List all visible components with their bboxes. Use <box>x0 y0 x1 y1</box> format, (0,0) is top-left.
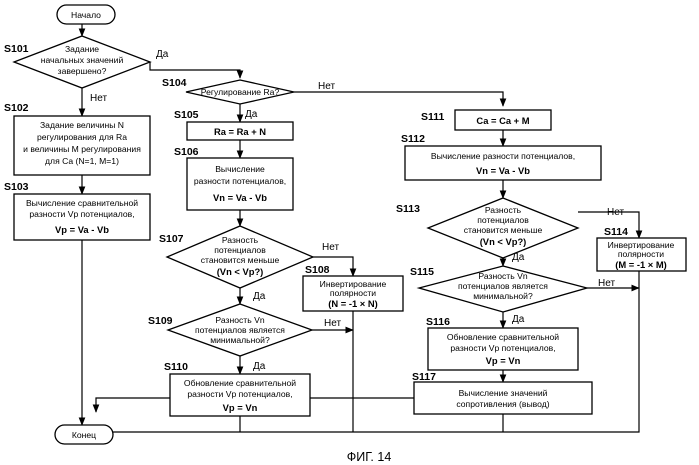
label-s107-yes: Да <box>253 291 266 302</box>
s110-line-2: разности Vp потенциалов, <box>187 389 292 399</box>
s102-line-4: для Ca (N=1, M=1) <box>45 156 119 166</box>
step-s114: S114 <box>604 226 628 238</box>
s114-line-2: полярности <box>618 249 664 259</box>
s113-formula: (Vn < Vp?) <box>480 236 527 247</box>
s103-line-1: Вычисление сравнительной <box>26 198 138 208</box>
label-s113-no: Нет <box>607 207 624 218</box>
s116-line-1: Обновление сравнительной <box>447 332 559 342</box>
s112-line-1: Вычисление разности потенциалов, <box>431 151 575 161</box>
s111-process: Ca = Ca + M <box>455 110 551 130</box>
s108-process: Инвертирование полярности (N = -1 × N) <box>303 276 403 311</box>
label-s107-no: Нет <box>322 242 339 253</box>
label-s101-no: Нет <box>90 93 107 104</box>
s116-formula: Vp = Vn <box>486 355 521 366</box>
s111-formula: Ca = Ca + M <box>476 115 529 126</box>
step-s101: S101 <box>4 43 29 55</box>
s114-process: Инвертирование полярности (M = -1 × M) <box>597 238 686 271</box>
s108-line-2: полярности <box>330 288 376 298</box>
s112-process: Вычисление разности потенциалов, Vn = Va… <box>405 146 601 180</box>
s101-line-1: Задание <box>65 44 99 54</box>
s107-line-2: потенциалов <box>214 245 266 255</box>
label-s101-yes: Да <box>156 49 169 60</box>
s116-line-2: разности Vp потенциалов, <box>450 343 555 353</box>
step-s115: S115 <box>410 266 434 278</box>
label-s115-no: Нет <box>598 278 615 289</box>
s116-process: Обновление сравнительной разности Vp пот… <box>428 328 578 370</box>
s113-line-3: становится меньше <box>464 225 543 235</box>
s103-line-2: разности Vp потенциалов, <box>29 209 134 219</box>
step-s106: S106 <box>174 146 199 158</box>
s110-line-1: Обновление сравнительной <box>184 378 296 388</box>
step-s103: S103 <box>4 181 29 193</box>
s110-formula: Vp = Vn <box>223 402 258 413</box>
step-s110: S110 <box>164 361 188 373</box>
s117-line-2: сопротивления (вывод) <box>456 399 549 409</box>
s113-decision: Разность потенциалов становится меньше (… <box>428 198 578 258</box>
s115-line-3: минимальной? <box>473 291 533 301</box>
label-s109-yes: Да <box>253 361 266 372</box>
label-s113-yes: Да <box>512 252 525 263</box>
s110-process: Обновление сравнительной разности Vp пот… <box>170 374 310 416</box>
step-s117: S117 <box>412 371 436 383</box>
end-label: Конец <box>72 430 96 440</box>
s109-decision: Разность Vn потенциалов является минимал… <box>168 304 312 356</box>
s106-process: Вычисление разности потенциалов, Vn = Va… <box>187 158 293 210</box>
s106-formula: Vn = Va - Vb <box>213 192 267 203</box>
step-s111: S111 <box>421 111 445 123</box>
s115-line-2: потенциалов является <box>458 281 548 291</box>
end-terminal: Конец <box>55 425 113 444</box>
s107-line-1: Разность <box>222 235 259 245</box>
s113-line-1: Разность <box>485 205 522 215</box>
edge-s104-no <box>294 92 503 106</box>
s103-formula: Vp = Va - Vb <box>55 224 109 235</box>
s115-line-1: Разность Vn <box>478 271 527 281</box>
start-terminal: Начало <box>57 5 115 24</box>
s112-formula: Vn = Va - Vb <box>476 165 530 176</box>
s108-formula: (N = -1 × N) <box>328 298 378 309</box>
s104-line-1: Регулирование Ra? <box>201 87 280 97</box>
s106-line-1: Вычисление <box>215 164 265 174</box>
step-s112: S112 <box>401 133 425 145</box>
s102-line-1: Задание величины N <box>40 120 124 130</box>
step-s107: S107 <box>159 233 184 245</box>
s113-line-2: потенциалов <box>477 215 529 225</box>
label-s104-no: Нет <box>318 81 335 92</box>
s107-formula: (Vn < Vp?) <box>217 266 264 277</box>
s109-line-2: потенциалов является <box>195 325 285 335</box>
s107-line-3: становится меньше <box>201 255 280 265</box>
s115-decision: Разность Vn потенциалов является минимал… <box>419 266 587 312</box>
step-s109: S109 <box>148 315 173 327</box>
s101-decision: Задание начальных значений завершено? <box>14 36 150 88</box>
edge-s101-yes <box>150 62 240 78</box>
s103-process: Вычисление сравнительной разности Vp пот… <box>14 194 150 240</box>
s104-decision: Регулирование Ra? <box>186 80 294 104</box>
s105-process: Ra = Ra + N <box>187 122 293 140</box>
step-s104: S104 <box>162 77 187 89</box>
step-s102: S102 <box>4 102 29 114</box>
label-s104-yes: Да <box>245 109 258 120</box>
s101-line-2: начальных значений <box>41 55 124 65</box>
figure-caption: ФИГ. 14 <box>347 450 392 464</box>
s109-line-1: Разность Vn <box>215 315 264 325</box>
label-s115-yes: Да <box>512 314 525 325</box>
s107-decision: Разность потенциалов становится меньше (… <box>167 226 313 288</box>
s102-process: Задание величины N регулирования для Ra … <box>14 116 150 175</box>
s101-line-3: завершено? <box>58 66 107 76</box>
s105-formula: Ra = Ra + N <box>214 126 266 137</box>
s114-formula: (M = -1 × M) <box>615 259 667 270</box>
start-label: Начало <box>71 10 101 20</box>
s109-line-3: минимальной? <box>210 335 270 345</box>
step-s116: S116 <box>426 316 450 328</box>
label-s109-no: Нет <box>324 318 341 329</box>
step-s108: S108 <box>305 264 330 276</box>
s106-line-2: разности потенциалов, <box>194 176 286 186</box>
s117-line-1: Вычисление значений <box>459 388 548 398</box>
s102-line-3: и величины M регулирования <box>23 144 141 154</box>
s117-process: Вычисление значений сопротивления (вывод… <box>414 382 592 414</box>
step-s105: S105 <box>174 109 199 121</box>
step-s113: S113 <box>396 203 420 215</box>
s102-line-2: регулирования для Ra <box>37 132 127 142</box>
